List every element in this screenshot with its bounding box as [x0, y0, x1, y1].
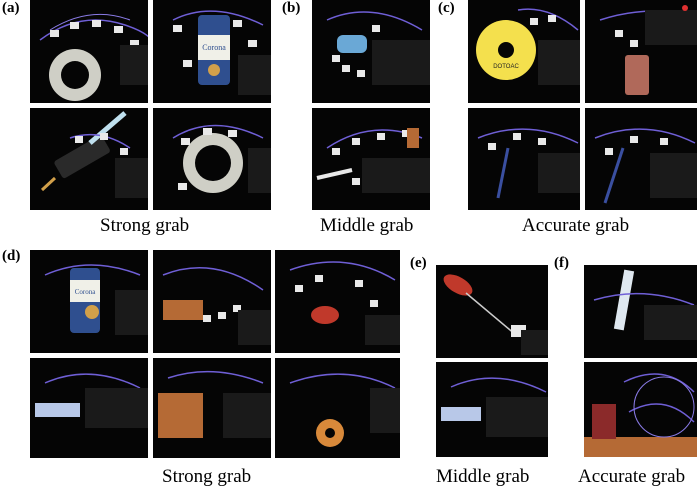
- photo-d4-card: [30, 358, 148, 458]
- caption-b: Middle grab: [320, 215, 414, 236]
- photo-c2-card: [585, 0, 697, 103]
- photo-a3-glue-gun: [30, 108, 148, 210]
- caption-f: Accurate grab: [578, 466, 686, 487]
- photo-a1-tape-roll: [30, 0, 148, 103]
- caption-a: Strong grab: [100, 215, 190, 236]
- photo-c1-disc: DOTOAC: [468, 0, 580, 103]
- panel-label-c: (c): [438, 0, 455, 16]
- panel-label-e: (e): [410, 255, 427, 271]
- photo-b1-blue-object: [312, 0, 430, 103]
- photo-d3-red-object: [275, 250, 400, 353]
- caption-c: Accurate grab: [522, 215, 630, 236]
- photo-f2-cup: [584, 362, 697, 457]
- can-brand-text: Corona: [202, 43, 226, 52]
- disc-text: DOTOAC: [493, 64, 519, 70]
- photo-f1-phone: [584, 265, 697, 358]
- panel-label-b: (b): [282, 0, 301, 16]
- photo-d2-wood-block: [153, 250, 271, 353]
- panel-label-f: (f): [554, 255, 569, 271]
- caption-d: Strong grab: [162, 466, 252, 487]
- photo-e1-spoon: [436, 265, 548, 358]
- can-brand-text-d: Corona: [75, 288, 97, 296]
- photo-d5-wood-block: [153, 358, 271, 458]
- photo-b2-pen-grab: [312, 108, 430, 210]
- photo-e2-card: [436, 362, 548, 457]
- photo-d1-can: Corona: [30, 250, 148, 353]
- photo-d6-donut: [275, 358, 400, 458]
- photo-a2-can: Corona: [153, 0, 271, 103]
- caption-e: Middle grab: [436, 466, 530, 487]
- photo-c4-pen-precise: [585, 108, 697, 210]
- photo-a4-tape-ring: [153, 108, 271, 210]
- panel-label-d: (d): [2, 248, 21, 264]
- panel-label-a: (a): [2, 0, 20, 16]
- photo-c3-pen-thin: [468, 108, 580, 210]
